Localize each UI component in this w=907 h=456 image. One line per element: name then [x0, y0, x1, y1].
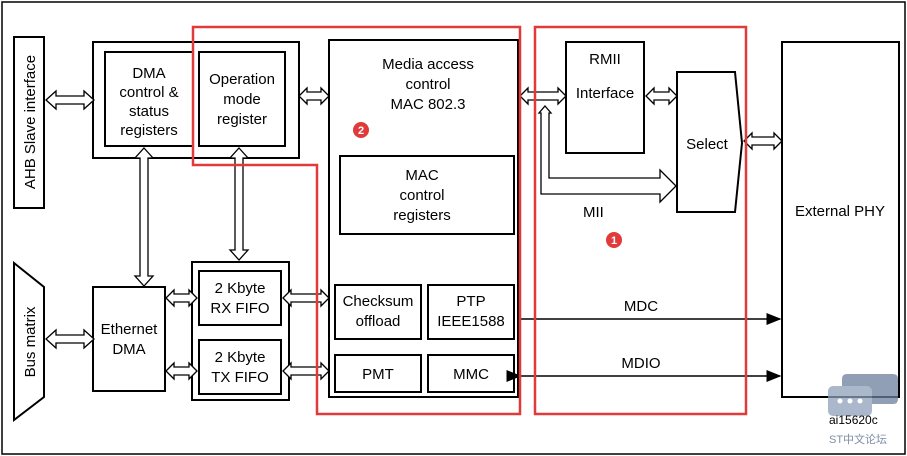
bus-arrow-opmode-mac [298, 86, 330, 106]
tx-fifo-block: 2 Kbyte TX FIFO [198, 339, 282, 395]
bus-arrow-opmode-rxfifo [228, 147, 250, 261]
bus-matrix-label: Bus matrix [22, 306, 39, 377]
ahb-slave-interface-block: AHB Slave interface [13, 36, 45, 209]
pmt-label: PMT [362, 366, 394, 383]
bus-arrow-tx-pmt [282, 361, 330, 381]
badge-one: 1 [606, 232, 622, 248]
ahb-slave-label: AHB Slave interface [22, 55, 39, 189]
bus-arrow-mac-rmii [519, 86, 567, 106]
rx-fifo-label-2: RX FIFO [210, 300, 269, 317]
bus-arrow-select-phy [743, 131, 783, 151]
operation-mode-block: Operation mode register [198, 51, 286, 147]
ethernet-dma-label-2: DMA [112, 341, 145, 358]
checksum-label-2: offload [356, 313, 401, 330]
rmii-label-2: Interface [576, 85, 634, 102]
mac-control-label-3: registers [393, 207, 451, 224]
mac-label-1: Media access [382, 56, 474, 73]
dma-control-block: DMA control & status registers [92, 41, 300, 159]
bus-arrow-busmatrix-dma [45, 328, 95, 350]
rmii-interface-block: RMII Interface [565, 41, 645, 154]
ptp-block: PTP IEEE1588 [427, 284, 515, 340]
dma-control-label-3: status [129, 103, 169, 120]
rx-fifo-block: 2 Kbyte RX FIFO [198, 270, 282, 326]
mac-control-label-2: control [399, 187, 444, 204]
badge-one-label: 1 [611, 235, 617, 247]
tx-fifo-label-1: 2 Kbyte [215, 349, 266, 366]
external-phy-block: External PHY [781, 41, 900, 398]
ptp-label-2: IEEE1588 [437, 313, 505, 330]
ethernet-dma-block: Ethernet DMA [92, 286, 166, 392]
bus-arrow-dma-rx [165, 288, 198, 308]
ptp-label-1: PTP [456, 293, 485, 310]
mac-control-label-1: MAC [405, 167, 439, 184]
bus-arrow-dmacontrol-ethdma [133, 147, 155, 287]
pmt-block: PMT [334, 354, 422, 393]
rmii-label-1: RMII [589, 51, 621, 68]
ethernet-dma-label-1: Ethernet [101, 321, 159, 338]
vertical-bus-arrows [133, 147, 250, 287]
mmc-block: MMC [427, 354, 515, 393]
mii-label: MII [583, 204, 604, 221]
dma-control-label-2: control & [119, 84, 178, 101]
chat-bubble-icon [828, 374, 898, 416]
bus-arrow-dma-tx [165, 361, 198, 381]
mdio-label: MDIO [621, 355, 660, 372]
select-label: Select [686, 136, 729, 153]
mac-control-block: MAC control registers [339, 155, 515, 235]
dma-control-label-1: DMA [132, 65, 165, 82]
external-phy-label: External PHY [795, 203, 885, 220]
mac-label-3: MAC 802.3 [390, 96, 465, 113]
dma-control-label-4: registers [120, 122, 178, 139]
bus-arrow-rmii-select [645, 86, 678, 106]
rx-fifo-label-1: 2 Kbyte [215, 280, 266, 297]
checksum-block: Checksum offload [334, 284, 422, 340]
tx-fifo-label-2: TX FIFO [211, 369, 269, 386]
mac-label-2: control [405, 76, 450, 93]
operation-mode-label-2: mode [223, 91, 261, 108]
bus-arrow-ahb-dma [45, 89, 95, 111]
watermark-text: ST中文论坛 [829, 432, 887, 446]
checksum-label-1: Checksum [343, 293, 414, 310]
operation-mode-label-1: Operation [209, 71, 275, 88]
operation-mode-label-3: register [217, 111, 267, 128]
bus-matrix-block: Bus matrix [13, 260, 45, 423]
mdc-label: MDC [624, 298, 658, 315]
highlight-region-1 [533, 25, 748, 416]
select-block: Select [676, 71, 744, 213]
mii-arrow [537, 105, 677, 204]
badge-two: 2 [353, 122, 369, 138]
fifo-container [191, 261, 290, 401]
bus-arrow-rx-checksum [282, 288, 330, 308]
badge-two-label: 2 [358, 125, 364, 137]
highlight-region-2 [191, 25, 522, 416]
mmc-label: MMC [453, 366, 489, 383]
figure-code: ai15620c [829, 413, 878, 427]
